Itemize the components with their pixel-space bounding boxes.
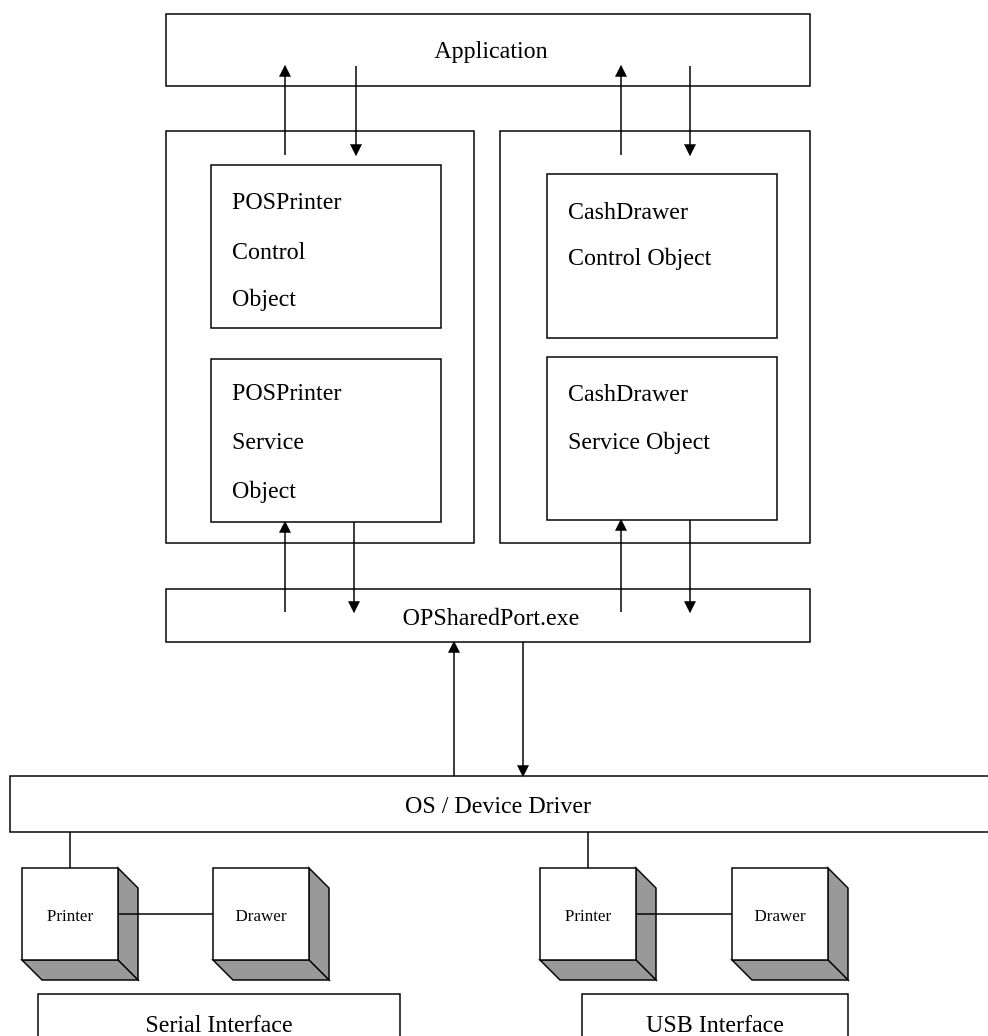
shared-port-box: OPSharedPort.exe — [165, 588, 811, 643]
cashdrawer-service-line-2: Service Object — [568, 429, 710, 455]
posprinter-service-line-2: Service — [232, 429, 304, 455]
serial-interface-label: Serial Interface — [145, 1012, 292, 1036]
serial-printer-label: Printer — [47, 906, 94, 925]
application-box: Application — [165, 13, 811, 87]
cashdrawer-control-line-1: CashDrawer — [568, 199, 688, 225]
os-driver-label: OS / Device Driver — [405, 793, 591, 819]
posprinter-control-line-1: POSPrinter — [232, 189, 341, 215]
posprinter-control-line-2: Control — [232, 239, 306, 265]
cashdrawer-service-box: CashDrawer Service Object — [546, 356, 778, 521]
usb-printer-label: Printer — [565, 906, 612, 925]
cashdrawer-control-box: CashDrawer Control Object — [546, 173, 778, 339]
os-driver-box: OS / Device Driver — [9, 775, 988, 833]
usb-drawer-label: Drawer — [755, 906, 806, 925]
usb-interface-box: USB Interface — [581, 993, 849, 1036]
cashdrawer-service-line-1: CashDrawer — [568, 381, 688, 407]
serial-printer-device: Printer — [20, 866, 140, 982]
serial-interface-box: Serial Interface — [37, 993, 401, 1036]
serial-drawer-device: Drawer — [211, 866, 331, 982]
usb-interface-label: USB Interface — [646, 1012, 784, 1036]
posprinter-service-box: POSPrinter Service Object — [210, 358, 442, 523]
posprinter-control-line-3: Object — [232, 286, 296, 312]
usb-printer-device: Printer — [538, 866, 658, 982]
shared-port-label: OPSharedPort.exe — [403, 605, 580, 631]
posprinter-control-box: POSPrinter Control Object — [210, 164, 442, 329]
serial-drawer-label: Drawer — [236, 906, 287, 925]
application-label: Application — [434, 38, 547, 64]
posprinter-service-line-1: POSPrinter — [232, 380, 341, 406]
posprinter-service-line-3: Object — [232, 478, 296, 504]
usb-drawer-device: Drawer — [730, 866, 850, 982]
cashdrawer-control-line-2: Control Object — [568, 245, 712, 271]
